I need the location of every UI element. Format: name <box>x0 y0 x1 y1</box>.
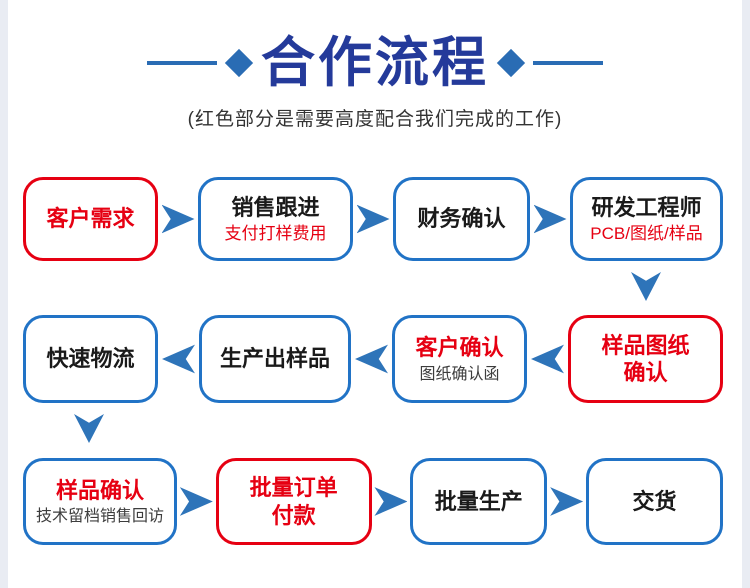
step-title: 客户需求 <box>46 206 135 232</box>
flow-step-sales-follow-up: 销售跟进 支付打样费用 <box>198 177 353 261</box>
title-left-line <box>147 61 217 65</box>
flow-step-sample-drawing-confirm: 样品图纸 确认 <box>568 315 723 403</box>
left-edge-strip <box>0 0 8 588</box>
down-arrow-icon <box>631 272 661 301</box>
right-arrow-icon <box>374 487 408 516</box>
flow-step-finance-confirm: 财务确认 <box>393 177 530 261</box>
right-arrow-icon <box>161 204 195 234</box>
step-title: 财务确认 <box>417 206 506 232</box>
right-arrow-icon <box>179 487 213 516</box>
right-arrow-icon <box>356 204 390 234</box>
page-subtitle: (红色部分是需要高度配合我们完成的工作) <box>187 109 563 130</box>
flow-step-rd-engineer: 研发工程师 PCB/图纸/样品 <box>570 177 723 261</box>
step-title: 批量订单 付款 <box>249 475 338 528</box>
right-arrow-icon <box>550 487 584 516</box>
flow-row-3: 样品确认 技术留档销售回访 批量订单 付款 批量生产 交货 <box>23 458 723 545</box>
step-subtitle: 图纸确认函 <box>419 365 500 383</box>
flow-step-bulk-production: 批量生产 <box>410 458 548 545</box>
flow-step-customer-confirm: 客户确认 图纸确认函 <box>392 315 527 403</box>
left-arrow-icon <box>162 344 195 374</box>
step-title: 快速物流 <box>46 346 135 372</box>
step-title: 研发工程师 <box>591 194 702 220</box>
right-edge-strip <box>742 0 750 588</box>
flow-step-customer-demand: 客户需求 <box>23 177 158 261</box>
step-subtitle: PCB/图纸/样品 <box>590 224 703 244</box>
step-subtitle: 技术留档销售回访 <box>35 508 164 526</box>
flow-step-delivery: 交货 <box>585 458 723 545</box>
step-title: 样品图纸 确认 <box>601 332 690 386</box>
flow-step-produce-sample: 生产出样品 <box>199 315 351 403</box>
step-title: 客户确认 <box>415 335 504 361</box>
flow-step-fast-logistics: 快速物流 <box>23 315 158 403</box>
title-left-diamond-icon <box>224 48 254 78</box>
step-title: 销售跟进 <box>231 194 320 220</box>
left-arrow-icon <box>531 344 564 374</box>
title-right-line <box>533 61 603 65</box>
left-arrow-icon <box>355 344 388 374</box>
step-subtitle: 支付打样费用 <box>224 224 327 244</box>
flow-row-1: 客户需求 销售跟进 支付打样费用 财务确认 研发工程师 PCB/图纸/样品 <box>23 177 723 261</box>
step-title: 交货 <box>632 488 677 514</box>
flow-step-bulk-order-payment: 批量订单 付款 <box>215 458 372 545</box>
flow-step-sample-confirm: 样品确认 技术留档销售回访 <box>23 458 177 545</box>
step-title: 批量生产 <box>434 488 523 514</box>
page-title: 合作流程 <box>261 33 489 93</box>
step-title: 生产出样品 <box>219 346 330 372</box>
title-right-diamond-icon <box>496 48 526 78</box>
page-header: 合作流程 <box>0 30 750 96</box>
down-arrow-icon <box>74 414 104 443</box>
flow-row-2: 快速物流 生产出样品 客户确认 图纸确认函 样品图纸 确认 <box>23 315 723 403</box>
right-arrow-icon <box>533 204 567 234</box>
step-title: 样品确认 <box>55 477 144 503</box>
